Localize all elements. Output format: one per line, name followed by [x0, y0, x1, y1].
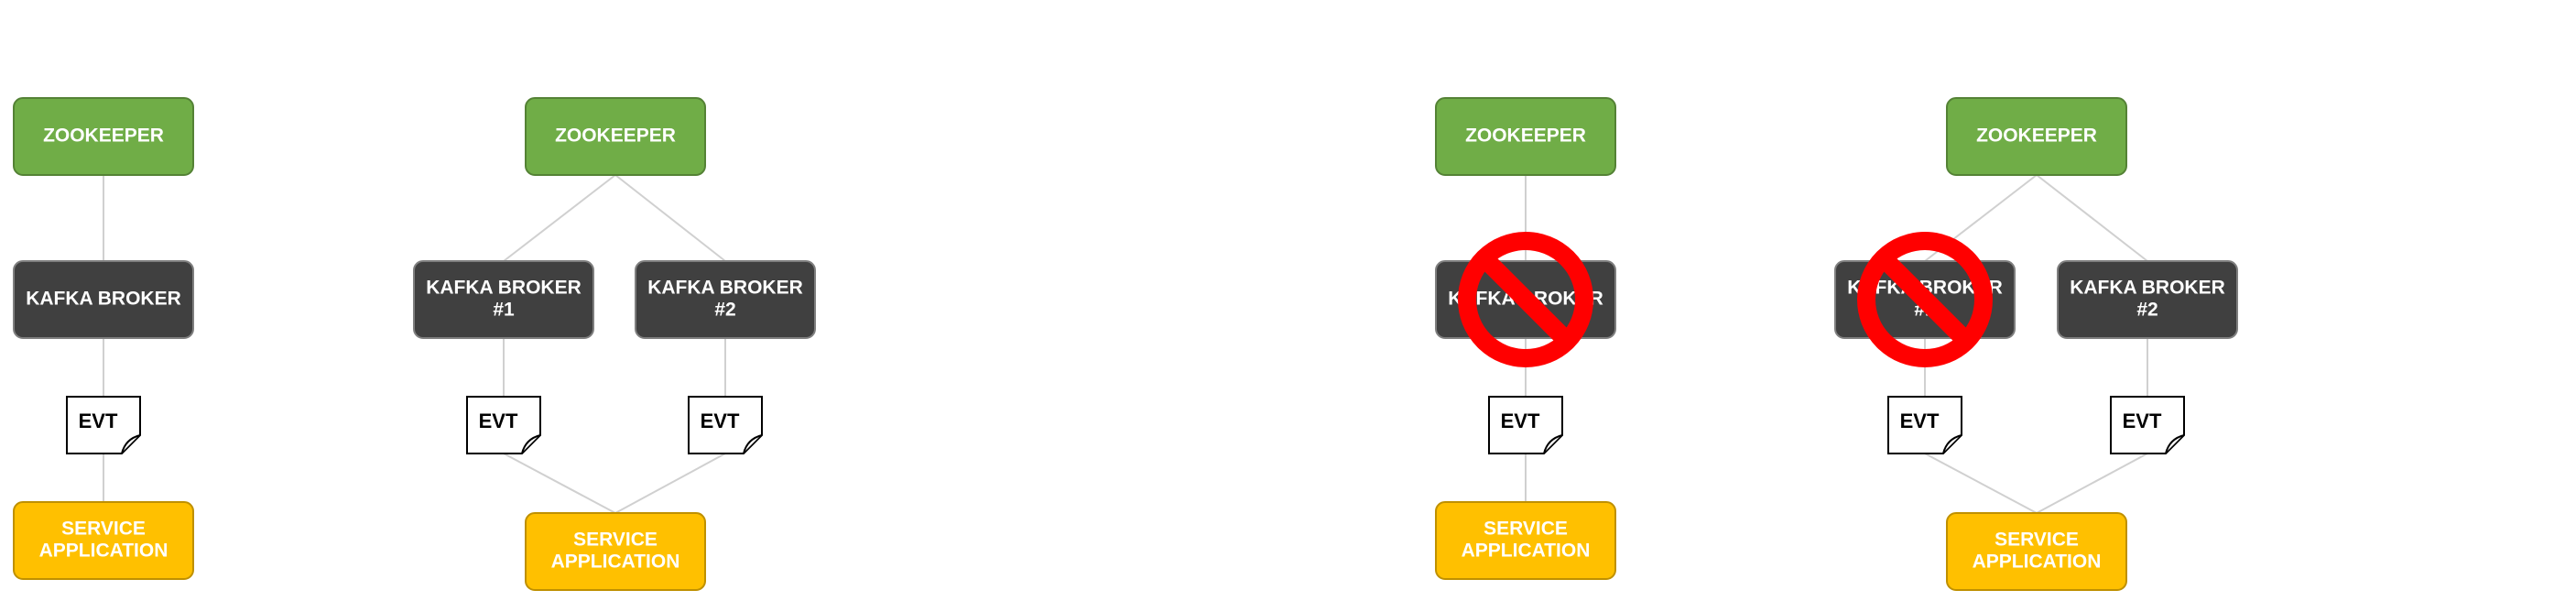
service-application-box-shape: [525, 512, 706, 591]
zookeeper-box: ZOOKEEPER: [13, 97, 194, 176]
event-label: EVT: [701, 410, 740, 432]
event-document: EVT: [1488, 396, 1563, 454]
prohibited-ring: [1458, 232, 1593, 367]
page-curl-edge: [521, 434, 541, 454]
kafka-broker-box-label: #2: [714, 300, 735, 321]
service-application-box-label: SERVICE: [61, 519, 146, 540]
kafka-broker-box-label: #2: [2136, 300, 2158, 321]
kafka-broker-box: KAFKA BROKER: [13, 260, 194, 339]
kafka-broker-box-label: KAFKA BROKER: [26, 289, 181, 310]
prohibited-slash: [1477, 251, 1574, 348]
kafka-broker-box-label: KAFKA BROKER: [2070, 278, 2225, 299]
event-document: EVT: [688, 396, 763, 454]
event-document: EVT: [466, 396, 541, 454]
event-label: EVT: [79, 410, 118, 432]
kafka-broker-box-shape: [13, 260, 194, 339]
zookeeper-box: ZOOKEEPER: [525, 97, 706, 176]
service-application-box-label: APPLICATION: [39, 541, 168, 562]
zookeeper-broker-connector: [2036, 174, 2148, 262]
prohibited-ring: [1857, 232, 1993, 367]
zookeeper-broker-connector: [503, 174, 616, 262]
event-document: EVT: [66, 396, 141, 454]
zookeeper-box-shape: [13, 97, 194, 176]
zookeeper-box: ZOOKEEPER: [1435, 97, 1616, 176]
event-service-connector: [2036, 453, 2148, 514]
service-application-box-label: SERVICE: [573, 530, 658, 551]
zookeeper-box-shape: [1435, 97, 1616, 176]
page-curl-edge: [1543, 434, 1563, 454]
event-service-connector: [503, 453, 616, 514]
service-application-box-label: APPLICATION: [1973, 552, 2102, 573]
service-application-box-shape: [1435, 501, 1616, 580]
zookeeper-box-shape: [1946, 97, 2127, 176]
kafka-broker-box-shape: [2057, 260, 2238, 339]
zookeeper-box-label: ZOOKEEPER: [43, 126, 164, 147]
kafka-broker-box: KAFKA BROKER#2: [2057, 260, 2238, 339]
zookeeper-broker-connector: [614, 174, 726, 262]
kafka-broker-box-label: #1: [493, 300, 515, 321]
prohibited-slash: [1876, 251, 1973, 348]
event-service-connector: [1924, 453, 2038, 514]
prohibited-icon: [1857, 232, 1993, 367]
service-application-box-label: APPLICATION: [551, 552, 680, 573]
event-service-connector: [614, 453, 726, 514]
zookeeper-box-label: ZOOKEEPER: [1465, 126, 1586, 147]
event-document: EVT: [2110, 396, 2185, 454]
service-application-box-label: SERVICE: [1994, 530, 2079, 551]
zookeeper-box-shape: [525, 97, 706, 176]
event-document: EVT: [1887, 396, 1962, 454]
zookeeper-box: ZOOKEEPER: [1946, 97, 2127, 176]
kafka-broker-box-label: KAFKA BROKER: [647, 278, 803, 299]
event-label: EVT: [1501, 410, 1540, 432]
service-application-box-shape: [13, 501, 194, 580]
service-application-box-shape: [1946, 512, 2127, 591]
page-curl-edge: [1942, 434, 1962, 454]
event-label: EVT: [2123, 410, 2162, 432]
page-curl-edge: [121, 434, 141, 454]
kafka-broker-box-label: KAFKA BROKER: [426, 278, 582, 299]
event-label: EVT: [479, 410, 518, 432]
zookeeper-box-label: ZOOKEEPER: [1976, 126, 2097, 147]
page-curl-edge: [743, 434, 763, 454]
zookeeper-box-label: ZOOKEEPER: [555, 126, 676, 147]
kafka-broker-box-shape: [413, 260, 594, 339]
page-curl-edge: [2165, 434, 2185, 454]
event-label: EVT: [1900, 410, 1940, 432]
service-application-box-label: APPLICATION: [1462, 541, 1591, 562]
kafka-broker-box: KAFKA BROKER#2: [635, 260, 816, 339]
kafka-broker-box-shape: [635, 260, 816, 339]
service-application-box-label: SERVICE: [1484, 519, 1568, 540]
prohibited-icon: [1458, 232, 1593, 367]
kafka-broker-box: KAFKA BROKER#1: [413, 260, 594, 339]
